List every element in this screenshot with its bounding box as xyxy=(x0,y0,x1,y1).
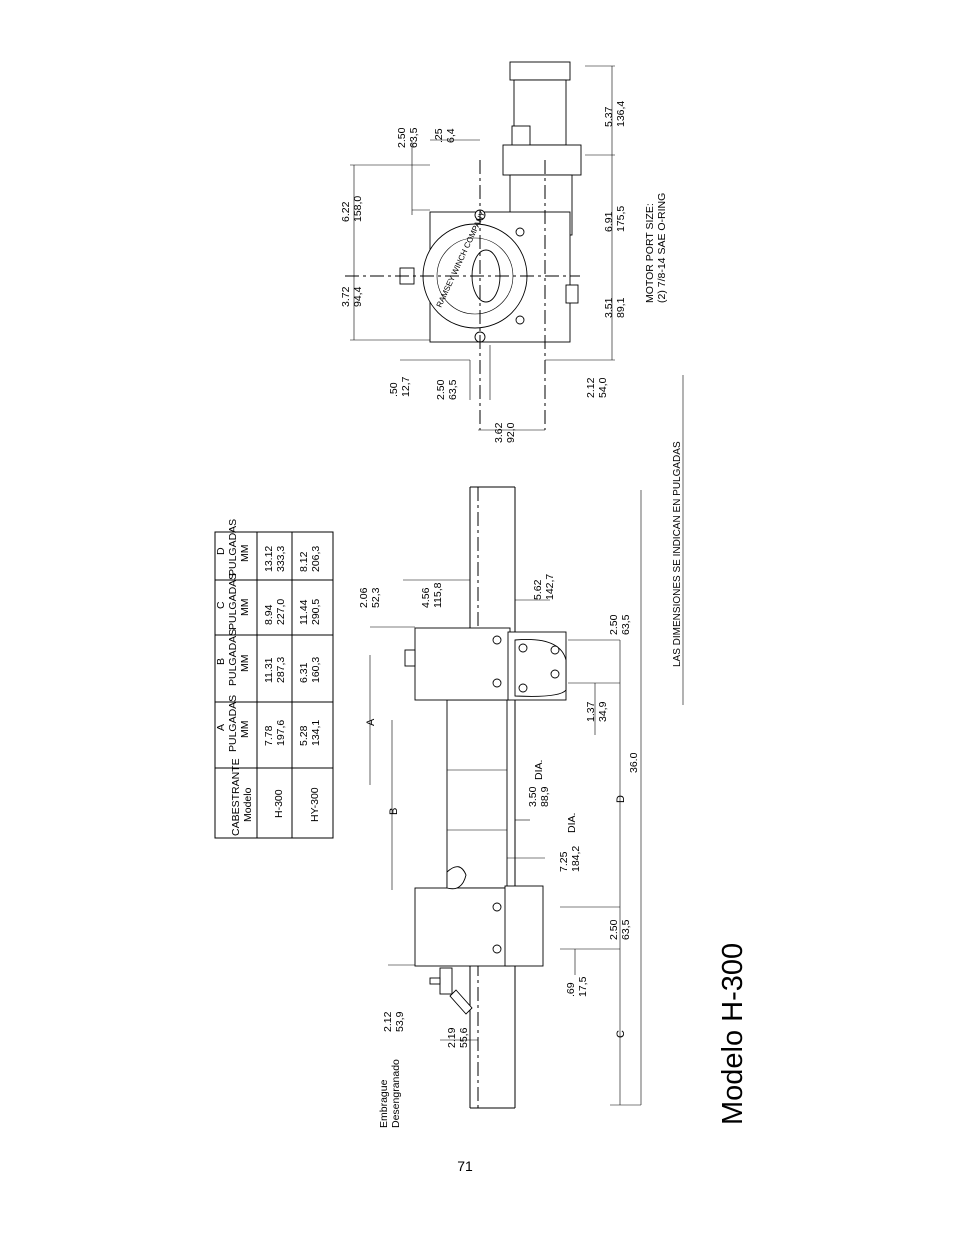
dim-label: 175,5 xyxy=(615,206,627,232)
table-cell: 5.28 xyxy=(298,725,310,746)
dim-label: 3.62 xyxy=(493,422,505,443)
table-cell: 290,5 xyxy=(310,599,322,625)
table-header-a-unit1: PULGADAS xyxy=(227,695,239,752)
table-header-a-unit2: MM xyxy=(239,721,251,739)
dim-label: 3.51 xyxy=(603,297,615,318)
dim-label: 55,6 xyxy=(458,1027,470,1048)
dim-label: 3.72 xyxy=(340,286,352,307)
dim-label: 53,9 xyxy=(394,1011,406,1032)
dim-label: 5.37 xyxy=(603,106,615,127)
dim-label: 184,2 xyxy=(570,846,582,872)
motor-port-label: MOTOR PORT SIZE: xyxy=(644,203,656,303)
dim-letter-d: D xyxy=(615,795,627,803)
table-cell: 6.31 xyxy=(298,662,310,683)
dim-label: DIA. xyxy=(566,813,578,833)
dim-label: 2.19 xyxy=(446,1027,458,1048)
table-header-b-letter: B xyxy=(215,658,227,665)
dim-label: 6.22 xyxy=(340,201,352,222)
table-header-c-unit1: PULGADAS xyxy=(227,573,239,630)
dim-label: 115,8 xyxy=(432,582,444,608)
dim-label: .25 xyxy=(433,128,445,143)
dim-label: 36.0 xyxy=(628,752,640,773)
dim-label: 2.12 xyxy=(382,1011,394,1032)
dim-label: 136,4 xyxy=(615,101,627,127)
table-cell: 8.12 xyxy=(298,551,310,572)
dim-letter-c: C xyxy=(615,1030,627,1038)
dim-label: 63,5 xyxy=(447,379,459,400)
clutch-label: Embrague xyxy=(378,1079,390,1128)
table-cell: 333,3 xyxy=(275,546,287,572)
clutch-label: Desengranado xyxy=(390,1059,402,1128)
table-header-b-unit1: PULGADAS xyxy=(227,629,239,686)
table-header-b-unit2: MM xyxy=(239,655,251,673)
table-cell: 11.44 xyxy=(298,599,310,625)
dim-label: 63,5 xyxy=(620,614,632,635)
dim-label: 63,5 xyxy=(408,127,420,148)
table-cell: 11.31 xyxy=(263,657,275,683)
table-cell: 134,1 xyxy=(310,720,322,746)
winch-end-view: RAMSEY WINCH COMPANY 6.22 158,0 3.72 94,… xyxy=(340,61,668,443)
dim-label: 158,0 xyxy=(352,196,364,222)
table-header-model-2: Modelo xyxy=(242,787,254,822)
table-header-model-1: CABESTRANTE xyxy=(230,758,242,836)
winch-side-view: 2.06 52,3 4.56 115,8 5.62 142,7 2.50 63,… xyxy=(358,486,642,1128)
motor-port-label: (2) 7/8-14 SAE O-RING xyxy=(656,193,668,303)
dim-label: 89,1 xyxy=(615,297,627,318)
dim-label: 5.62 xyxy=(532,579,544,600)
dim-label: 92,0 xyxy=(505,422,517,443)
footnote-text: LAS DIMENSIONES SE INDICAN EN PULGADAS xyxy=(672,441,683,667)
dim-label: 142,7 xyxy=(544,574,556,600)
table-header-d-unit1: PULGADAS xyxy=(227,519,239,576)
dim-label: 6.91 xyxy=(603,211,615,232)
dim-label: .50 xyxy=(388,382,400,397)
dim-label: 2.50 xyxy=(608,614,620,635)
spec-table: CABESTRANTE Modelo A PULGADAS MM B PULGA… xyxy=(214,519,334,839)
dim-label: 2.50 xyxy=(396,127,408,148)
dim-label: 54,0 xyxy=(597,377,609,398)
dim-label: 2.50 xyxy=(608,919,620,940)
dim-label: 12,7 xyxy=(400,376,412,397)
table-cell-model: HY-300 xyxy=(309,787,321,822)
dim-label: 7.25 xyxy=(558,851,570,872)
table-cell: 8.94 xyxy=(263,604,275,625)
dim-letter-b: B xyxy=(388,808,400,815)
page-title: Modelo H-300 xyxy=(717,943,749,1125)
table-cell-model: H-300 xyxy=(273,789,285,818)
dim-label: 17,5 xyxy=(577,976,589,997)
dim-label: 1.37 xyxy=(585,701,597,722)
dim-label: 2.06 xyxy=(358,587,370,608)
table-header-c-letter: C xyxy=(215,601,227,609)
dim-label: 4.56 xyxy=(420,587,432,608)
dim-label: .69 xyxy=(565,982,577,997)
table-header-a-letter: A xyxy=(215,724,227,731)
dim-label: 2.12 xyxy=(585,377,597,398)
table-header-d-unit2: MM xyxy=(239,545,251,563)
dim-label: 94,4 xyxy=(352,286,364,307)
table-cell: 13.12 xyxy=(263,546,275,572)
dim-label: 3.50 xyxy=(527,786,539,807)
dim-label: 88,9 xyxy=(539,786,551,807)
dim-letter-a: A xyxy=(365,718,377,726)
dim-label: 34,9 xyxy=(597,701,609,722)
dim-label: 6,4 xyxy=(445,128,457,143)
table-cell: 206,3 xyxy=(310,546,322,572)
table-cell: 287,3 xyxy=(275,657,287,683)
table-header-c-unit2: MM xyxy=(239,599,251,617)
table-header-d-letter: D xyxy=(215,547,227,555)
dim-label: DIA. xyxy=(533,760,545,780)
table-cell: 227,0 xyxy=(275,599,287,625)
dim-label: 52,3 xyxy=(370,587,382,608)
dim-label: 2.50 xyxy=(435,379,447,400)
page-number: 71 xyxy=(457,1158,473,1174)
table-cell: 160,3 xyxy=(310,657,322,683)
table-cell: 197,6 xyxy=(275,720,287,746)
table-cell: 7.78 xyxy=(263,725,275,746)
dim-label: 63,5 xyxy=(620,919,632,940)
